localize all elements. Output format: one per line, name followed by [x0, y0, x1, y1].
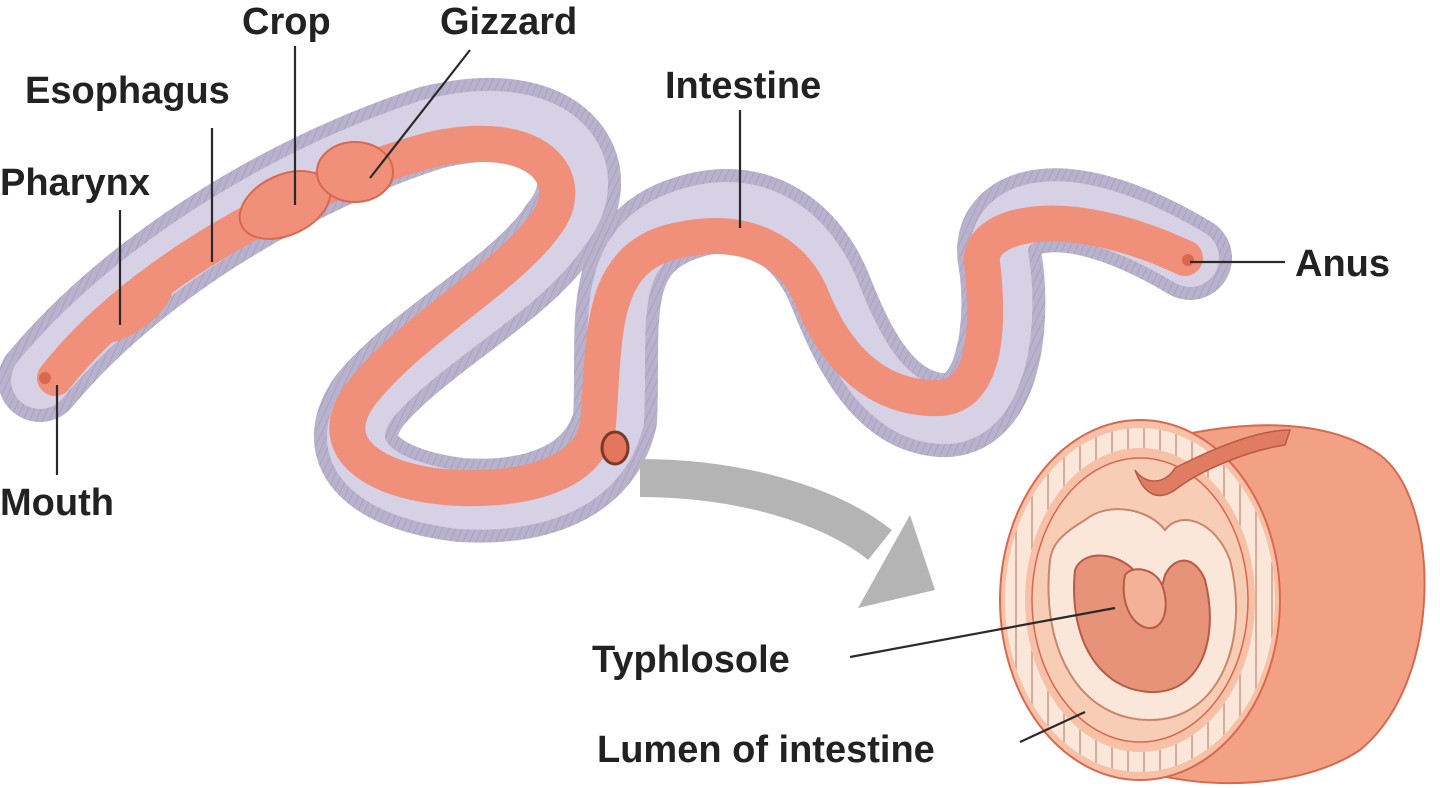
zoom-arrow-shaft [639, 459, 892, 561]
anus [1182, 254, 1194, 266]
zoom-arrow-head [858, 515, 935, 608]
lumen-label: Lumen of intestine [597, 729, 935, 771]
intestine-cross-section [999, 419, 1426, 785]
cut-section-marker [600, 430, 630, 466]
typhlosole-leader [849, 606, 1116, 659]
mouth-label: Mouth [0, 482, 114, 524]
pharynx-label: Pharynx [0, 162, 150, 204]
mouth [39, 372, 51, 384]
gizzard-label: Gizzard [440, 1, 577, 43]
esophagus-label: Esophagus [25, 70, 230, 112]
gizzard-leader [369, 49, 471, 179]
labels: Crop Gizzard Esophagus Intestine Pharynx… [0, 1, 1390, 771]
dorsal-vessel [1134, 429, 1292, 497]
earthworm-body [0, 77, 1232, 543]
intestine-label: Intestine [665, 65, 821, 107]
digestive-tract [37, 125, 1203, 507]
anus-label: Anus [1295, 243, 1390, 285]
pharynx [87, 276, 173, 344]
typhlosole [1122, 568, 1167, 630]
body-wall-ring [1005, 428, 1275, 772]
gizzard [316, 141, 394, 203]
zoom-arrow [639, 459, 935, 608]
typhlosole-label: Typhlosole [592, 639, 790, 681]
crop-label: Crop [242, 1, 331, 43]
leader-lines [55, 46, 1285, 743]
lumen-leader [1019, 711, 1086, 743]
